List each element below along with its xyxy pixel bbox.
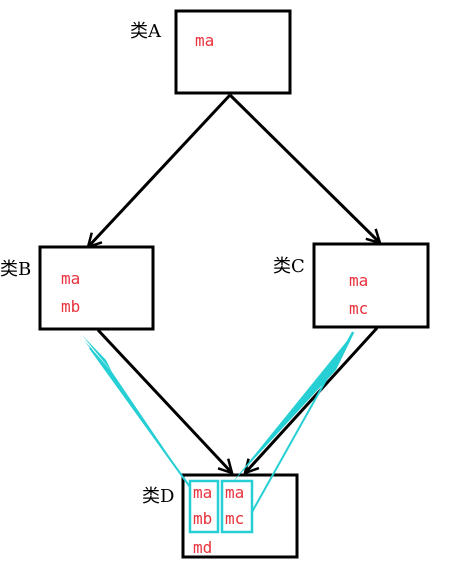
class-d-b-member-ma: ma [193, 483, 212, 502]
arrow-b-to-d [96, 328, 232, 473]
class-c-label: 类C [273, 256, 305, 277]
class-d-subobject-c [220, 479, 254, 534]
class-c-box [312, 242, 430, 329]
class-d-c-member-mc: mc [225, 509, 244, 528]
arrow-a-to-c [228, 93, 380, 243]
class-d-subobject-b [188, 479, 220, 534]
class-a-member-ma: ma [195, 31, 214, 50]
highlight-body-b [84, 340, 190, 487]
class-d-label: 类D [142, 486, 174, 507]
class-d-box [181, 473, 299, 559]
arrow-c-to-d [245, 326, 379, 473]
class-c-member-ma: ma [349, 271, 368, 290]
class-d: 类D ma mb ma mc md [142, 473, 299, 559]
subobject-highlight-arrows [82, 331, 355, 513]
class-d-b-member-mb: mb [193, 509, 212, 528]
class-c-member-mc: mc [349, 299, 368, 318]
highlight-arrowhead-b [82, 335, 112, 372]
class-b-label: 类B [0, 259, 31, 280]
class-b-member-mb: mb [61, 297, 80, 316]
highlight-body-c [231, 331, 355, 484]
arrow-a-to-b [88, 93, 232, 247]
class-d-member-md: md [193, 538, 212, 557]
class-a: 类A ma [130, 9, 292, 95]
class-c: 类C ma mc [273, 242, 430, 329]
inheritance-arrows [88, 93, 380, 473]
class-a-box [174, 9, 292, 95]
class-b-box [38, 245, 155, 331]
class-b-member-ma: ma [61, 269, 80, 288]
class-a-label: 类A [130, 21, 162, 42]
class-d-c-member-ma: ma [225, 483, 244, 502]
class-b: 类B ma mb [0, 245, 155, 331]
